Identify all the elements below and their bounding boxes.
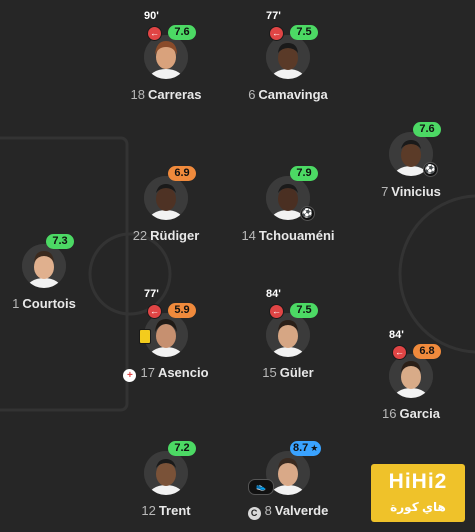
- player-rating: 7.5: [290, 303, 318, 318]
- player-rating: 8.7★: [290, 441, 322, 456]
- substitution-off-icon: ←: [269, 26, 284, 41]
- substitution-off-icon: ←: [147, 304, 162, 319]
- player-name: Güler: [279, 365, 314, 380]
- player-photo: [144, 176, 188, 220]
- substitution-off-icon: ←: [147, 26, 162, 41]
- player-name: Courtois: [22, 296, 76, 311]
- player-photo: [389, 354, 433, 398]
- player-rating: 6.9: [168, 166, 196, 181]
- yellow-card-icon: [139, 329, 151, 344]
- player-number: 6: [248, 87, 256, 102]
- player-number: 15: [262, 365, 277, 380]
- rating-value: 8.7: [293, 442, 309, 454]
- player-rating: 7.6: [413, 122, 441, 137]
- substitution-off-icon: ←: [269, 304, 284, 319]
- substitution-time: 90': [144, 10, 159, 22]
- watermark-main-text: HiHi2: [388, 470, 448, 493]
- player-rating: 7.3: [46, 234, 74, 249]
- injury-cross-icon: +: [123, 369, 137, 382]
- player-name: Carreras: [147, 87, 202, 102]
- player-rating: 7.2: [168, 441, 196, 456]
- substitution-time: 77': [266, 10, 281, 22]
- player-number: 22: [132, 228, 148, 243]
- player-number: 1: [12, 296, 20, 311]
- player-name: Tchouaméni: [258, 228, 335, 243]
- player-name: Trent: [158, 503, 191, 518]
- player-rating: 7.9: [290, 166, 318, 181]
- player-number: 18: [130, 87, 145, 102]
- player-rating: 7.6: [168, 25, 196, 40]
- player-name: Asencio: [157, 365, 209, 380]
- player-number: 7: [381, 184, 389, 199]
- player-number: 12: [141, 503, 156, 518]
- player-rating: 5.9: [168, 303, 196, 318]
- watermark-sub-text: هاي كورة: [390, 500, 446, 514]
- player-name: Vinicius: [391, 184, 441, 199]
- player-name: Garcia: [399, 406, 440, 421]
- player-photo: [144, 313, 188, 357]
- substitution-time: 84': [389, 329, 404, 341]
- player-photo: [266, 35, 310, 79]
- football-icon: ⚽: [300, 206, 315, 221]
- player-rating: 6.8: [413, 344, 441, 359]
- player-rating: 7.5: [290, 25, 318, 40]
- player-number: 14: [241, 228, 256, 243]
- player-number: 8: [264, 503, 272, 518]
- player-photo: [22, 244, 66, 288]
- star-icon: ★: [310, 443, 319, 453]
- substitution-time: 84': [266, 288, 281, 300]
- assist-boot-icon: 👟: [248, 479, 274, 495]
- player-name: Rüdiger: [150, 228, 200, 243]
- watermark-logo: HiHi2 هاي كورة: [371, 464, 465, 522]
- football-icon: ⚽: [423, 162, 438, 177]
- player-number: 16: [382, 406, 397, 421]
- player-name: Valverde: [274, 503, 329, 518]
- player-name: Camavinga: [258, 87, 328, 102]
- substitution-time: 77': [144, 288, 159, 300]
- player-photo: [266, 313, 310, 357]
- player-photo: [144, 451, 188, 495]
- substitution-off-icon: ←: [392, 345, 407, 360]
- captain-icon: C: [247, 507, 261, 520]
- player-number: 17: [140, 365, 155, 380]
- player-photo: [144, 35, 188, 79]
